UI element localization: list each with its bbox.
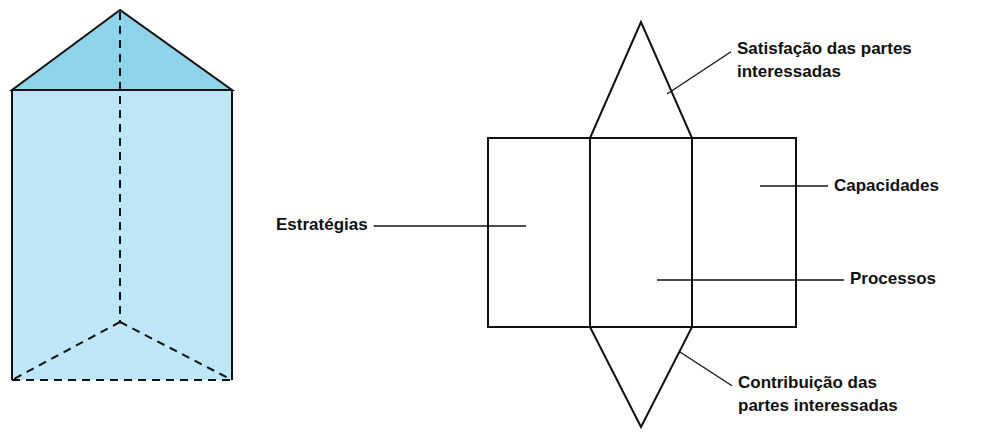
prism-edge bbox=[11, 90, 13, 380]
prism-net bbox=[488, 22, 796, 427]
net-triangle bbox=[590, 22, 692, 138]
prism-edge bbox=[12, 89, 232, 91]
net-triangle bbox=[590, 327, 692, 427]
net-rectangle bbox=[488, 138, 590, 327]
face-label: Contribuição das partes interessadas bbox=[738, 372, 913, 418]
face-label: Satisfação das partes interessadas bbox=[737, 38, 967, 84]
prism-edge bbox=[231, 90, 233, 380]
hidden-edge bbox=[119, 12, 121, 322]
hidden-edge bbox=[12, 379, 232, 381]
hidden-edge bbox=[120, 322, 232, 380]
hidden-edge bbox=[12, 322, 120, 380]
leader-line bbox=[657, 279, 844, 280]
leader-line bbox=[374, 225, 526, 226]
net-rectangle bbox=[590, 138, 692, 327]
face-label: Estratégias bbox=[276, 214, 368, 237]
leader-line bbox=[760, 185, 828, 186]
prism-top-face bbox=[12, 10, 232, 90]
net-rectangle bbox=[692, 138, 796, 327]
leader-line bbox=[680, 352, 732, 386]
face-label: Processos bbox=[850, 268, 936, 291]
leader-line bbox=[667, 52, 731, 94]
face-label: Capacidades bbox=[834, 175, 939, 198]
prism-solid bbox=[12, 10, 232, 380]
prism-body bbox=[12, 90, 232, 380]
